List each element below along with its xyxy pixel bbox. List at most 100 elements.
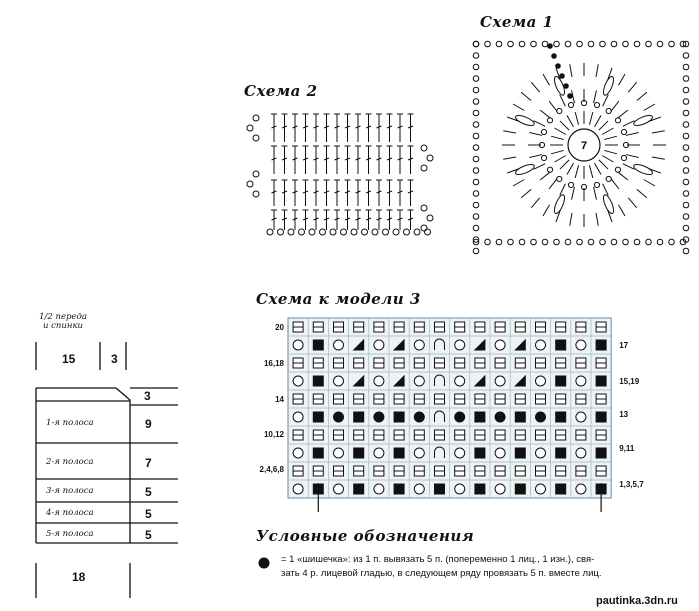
row-label-right: 1,3,5,7 [619, 480, 644, 489]
chain [564, 40, 572, 48]
chain [645, 238, 652, 246]
puff [553, 194, 566, 214]
stitch-symbol [473, 338, 486, 351]
chain [530, 238, 537, 246]
stitch-symbol [555, 375, 567, 387]
row-label-right: 15,19 [619, 377, 640, 386]
bobble-icon [258, 557, 270, 569]
chain [472, 213, 480, 220]
stitch-symbol [514, 483, 526, 495]
stitch-symbol [535, 411, 546, 423]
stripe-4-label: 4-я полоса [46, 508, 94, 518]
stitch [566, 162, 574, 175]
scheme1-diagram: 7 [472, 40, 690, 255]
stitch-symbol [474, 447, 486, 459]
stitch-symbol [413, 375, 425, 387]
stripe-1-label: 1-я полоса [46, 418, 94, 428]
row-label-left: 14 [275, 395, 284, 404]
stitch-symbol [575, 447, 587, 459]
chain [319, 228, 326, 236]
stitch-symbol [454, 483, 466, 495]
stitch-symbol [454, 447, 466, 459]
chain [656, 40, 664, 48]
stitch-symbol [535, 447, 546, 459]
stitch-symbol [434, 374, 445, 386]
stitch-symbol [373, 375, 385, 387]
stitch [503, 130, 517, 134]
chain [656, 238, 664, 246]
stitch [539, 109, 551, 119]
chain [682, 63, 690, 71]
stitch [551, 149, 564, 155]
chain [361, 228, 368, 236]
chain [472, 224, 480, 232]
stitch [539, 171, 551, 181]
watermark: pautinka.3dn.ru [593, 594, 681, 608]
chain [472, 236, 480, 243]
top-stripe-value: 3 [144, 389, 151, 403]
stitch-symbol [494, 411, 506, 423]
stitch-symbol [333, 447, 344, 459]
stitch [595, 64, 599, 78]
stitch-symbol [555, 339, 567, 351]
top-width: 15 [62, 352, 76, 366]
chain [403, 228, 410, 236]
stitch [622, 163, 635, 170]
stitch-symbol [292, 411, 304, 423]
chain [610, 40, 618, 48]
chain [484, 40, 491, 48]
stitch [622, 120, 635, 127]
legend-title: Условные обозначения [256, 527, 475, 545]
chain [382, 228, 389, 236]
chain [599, 238, 606, 246]
chain [472, 63, 480, 71]
stitch [625, 154, 639, 158]
stitch [607, 67, 613, 81]
stitch [618, 204, 626, 217]
stitch [569, 212, 573, 226]
stitch-symbol [454, 339, 466, 351]
chain [682, 167, 690, 174]
stitch-symbol [514, 411, 526, 423]
stitch-symbol [454, 411, 466, 423]
chain [622, 40, 629, 48]
stitch-symbol [575, 375, 587, 387]
legend-line-2: зать 4 р. лицевой гладью, в следующем ря… [281, 568, 602, 579]
stitch [555, 67, 561, 81]
chain [599, 40, 606, 48]
stitch-symbol [494, 483, 506, 495]
chain [682, 98, 690, 105]
half-title-line2: и спинки [42, 321, 84, 331]
stitch-symbol [434, 483, 445, 495]
stitch [648, 116, 662, 122]
stitch [566, 115, 574, 128]
chain [553, 40, 560, 48]
chain [679, 238, 687, 246]
stitch-symbol [393, 447, 405, 459]
puff [553, 76, 566, 96]
stitch-symbol [454, 375, 466, 387]
stitch [548, 178, 558, 190]
chain [472, 155, 480, 163]
chain [507, 40, 514, 48]
stitch-symbol [373, 447, 385, 459]
stitch [529, 154, 543, 158]
stitch [636, 91, 648, 102]
chain [518, 40, 526, 48]
stitch-symbol [473, 374, 486, 387]
stitch-symbol [312, 447, 324, 459]
stitch-symbol [392, 338, 405, 351]
legend-description: = 1 «шишечка»: из 1 п. вывязать 5 п. (по… [281, 553, 681, 581]
puff [602, 194, 615, 214]
chain [484, 238, 491, 246]
stitch-symbol [595, 375, 607, 387]
row-label-right: 17 [619, 341, 628, 350]
stitch [559, 183, 566, 196]
stitch [643, 179, 656, 187]
chain [298, 228, 305, 236]
stitch-symbol [352, 374, 365, 387]
stitch [607, 209, 613, 223]
chain [682, 109, 690, 117]
stitch [588, 165, 594, 178]
chain [518, 238, 526, 246]
